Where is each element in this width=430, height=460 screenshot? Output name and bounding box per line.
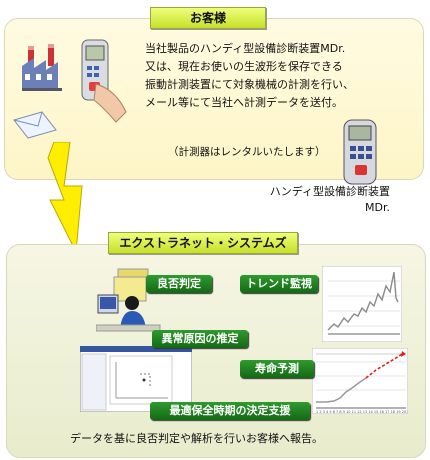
rental-note: （計測器はレンタルいたします） bbox=[168, 146, 326, 158]
device-caption-line-1: ハンディ型設備診断装置 bbox=[269, 185, 390, 198]
mdr-device-icon bbox=[343, 119, 377, 185]
svg-text:1 2 3 4 5 6 7 8 9 10 11 12 13: 1 2 3 4 5 6 7 8 9 10 11 12 13 14 15 16 1… bbox=[316, 410, 408, 414]
service-life-prediction: 寿命予測 bbox=[240, 360, 314, 378]
service-trend-monitoring: トレンド監視 bbox=[240, 275, 318, 293]
analysis-software-screenshot bbox=[80, 346, 192, 412]
service-anomaly-cause-estimation: 異常原因の推定 bbox=[152, 330, 248, 348]
device-caption: ハンディ型設備診断装置 MDr. bbox=[252, 184, 390, 216]
extranet-title: エクストラネット・システムズ bbox=[108, 232, 298, 254]
extranet-footer: データを基に良否判定や解析を行いお客様へ報告。 bbox=[70, 432, 323, 445]
analyst-at-desk-icon bbox=[96, 268, 161, 332]
handheld-device-icon bbox=[81, 39, 127, 123]
customer-title: お客様 bbox=[150, 7, 266, 29]
factory-icon bbox=[22, 44, 62, 91]
lightning-bolt-icon bbox=[47, 142, 83, 254]
service-quality-judgment: 良否判定 bbox=[146, 275, 212, 293]
customer-line-2: 又は、現在お使いの生波形を保存できる bbox=[145, 60, 343, 73]
customer-line-4: メール等にて当社へ計測データを送付。 bbox=[145, 96, 343, 109]
life-prediction-chart: 1 2 3 4 5 6 7 8 9 10 11 12 13 14 15 16 1… bbox=[312, 348, 408, 414]
device-caption-line-2: MDr. bbox=[365, 201, 390, 214]
trend-chart bbox=[322, 266, 402, 342]
service-optimal-maintenance-timing: 最適保全時期の決定支援 bbox=[150, 402, 310, 420]
envelope-icon bbox=[13, 111, 57, 139]
customer-line-1: 当社製品のハンディ型設備診断装置MDr. bbox=[145, 42, 346, 55]
customer-line-3: 振動計測装置にて対象機械の計測を行い、 bbox=[145, 78, 354, 91]
